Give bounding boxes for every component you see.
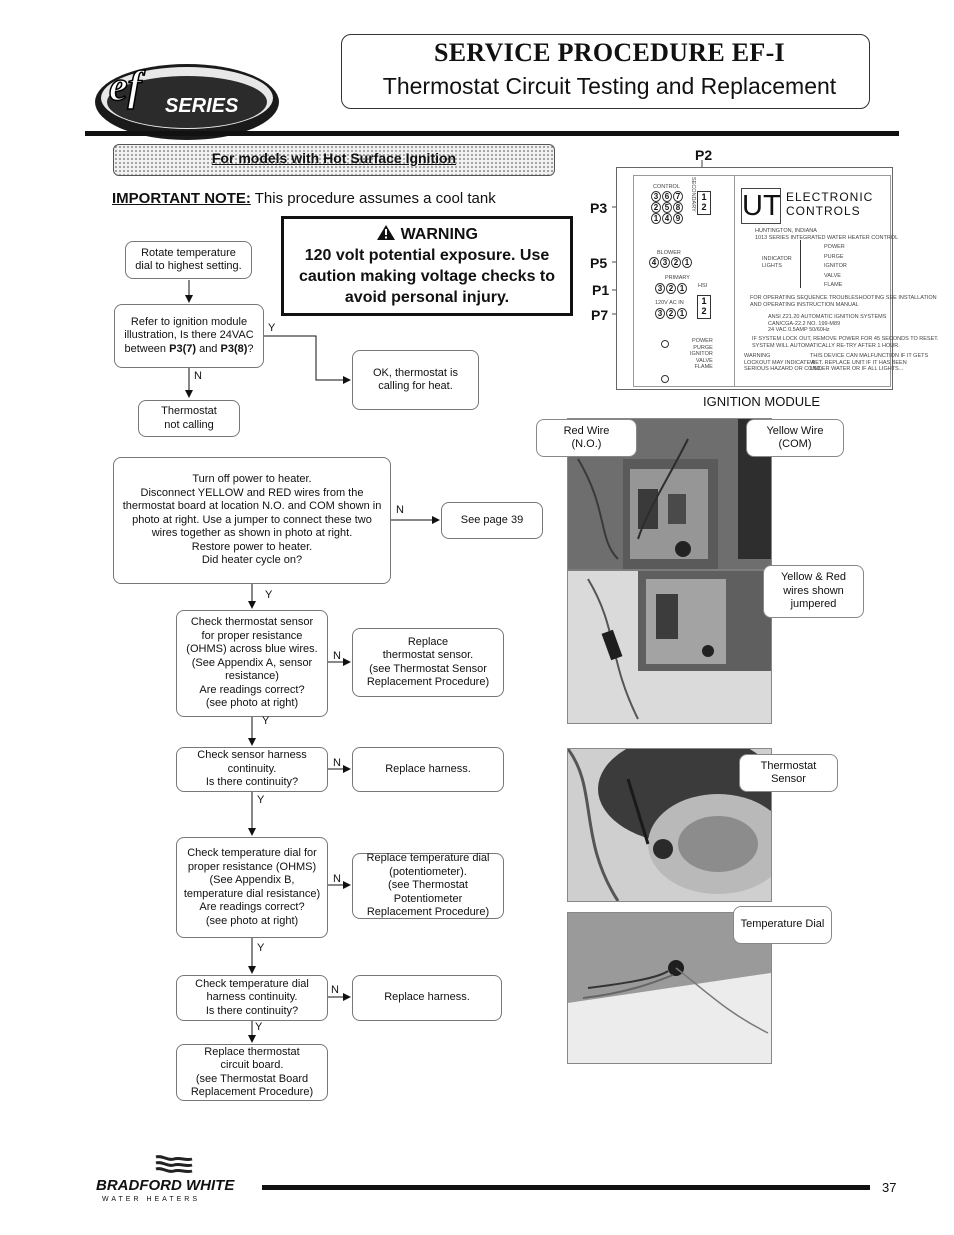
jumpered-wires-callout: Yellow & Red wires shown jumpered — [763, 565, 864, 618]
step-check-24vac-text: Refer to ignition module illustration, I… — [124, 315, 254, 355]
warning-body: 120 volt potential exposure. Use caution… — [298, 247, 556, 306]
yes-label: Y — [262, 715, 270, 727]
important-note-text: This procedure assumes a cool tank — [250, 190, 496, 207]
hsi-label: HSI — [698, 283, 708, 289]
no-label: N — [331, 984, 339, 996]
status-led-icon — [661, 375, 669, 383]
ok-thermostat-box: OK, thermostat is calling for heat. — [352, 350, 479, 410]
no-label: N — [333, 873, 341, 885]
no-label: N — [194, 370, 202, 382]
p3-label: P3 — [590, 200, 608, 216]
p7-label: P7 — [591, 307, 609, 323]
temperature-dial-callout: Temperature Dial — [733, 906, 832, 944]
vac-label: 120V AC IN — [655, 300, 684, 306]
warning-title: WARNING — [400, 226, 478, 243]
indicator-led-strip — [800, 240, 809, 288]
yes-label: Y — [265, 589, 273, 601]
blower-label: BLOWER — [657, 250, 681, 256]
no-label: N — [333, 650, 341, 662]
svg-text:ef: ef — [109, 64, 146, 110]
ignition-module-label: IGNITION MODULE — [703, 394, 821, 409]
module-board — [633, 175, 891, 387]
module-fine-print: FOR OPERATING SEQUENCE TROUBLESHOOTING S… — [750, 295, 937, 308]
yes-label: Y — [257, 942, 265, 954]
module-small-warning: WARNING LOCKOUT MAY INDICATE A SERIOUS H… — [744, 353, 822, 372]
temperature-dial-photo — [567, 912, 772, 1064]
step-check-24vac: Refer to ignition module illustration, I… — [114, 304, 264, 368]
step-check-sensor: Check thermostat sensor for proper resis… — [176, 610, 328, 717]
important-note-label: IMPORTANT NOTE: — [112, 190, 251, 207]
status-labels: POWER PURGE IGNITOR VALVE FLAME — [690, 338, 713, 370]
replace-harness-box: Replace harness. — [352, 975, 502, 1021]
page-subtitle: Thermostat Circuit Testing and Replaceme… — [382, 73, 837, 99]
module-connector-panel — [634, 176, 735, 386]
indicator-lights-list: POWER PURGE IGNITOR VALVE FLAME — [824, 244, 847, 288]
step-check-dial: Check temperature dial for proper resist… — [176, 837, 328, 938]
indicator-label: INDICATOR LIGHTS — [762, 256, 792, 269]
replace-harness-box: Replace harness. — [352, 747, 504, 792]
bradford-white-logo: BRADFORD WHITE WATER HEATERS — [96, 1153, 261, 1205]
secondary-label: SECONDARY — [690, 177, 696, 212]
p2-label: P2 — [695, 147, 713, 163]
thermostat-not-calling-box: Thermostat not calling — [138, 400, 240, 437]
thermostat-sensor-callout: Thermostat Sensor — [739, 754, 838, 792]
warning-heading: WARNING — [281, 224, 573, 244]
yellow-wire-callout: Yellow Wire (COM) — [746, 419, 844, 457]
header-box — [341, 34, 870, 109]
step-rotate-dial: Rotate temperature dial to highest setti… — [125, 241, 252, 279]
replace-sensor-box: Replace thermostat sensor. (see Thermost… — [352, 628, 504, 697]
ef-series-logo: ef SERIES — [95, 50, 285, 150]
module-fine-print: IF SYSTEM LOCK OUT, REMOVE POWER FOR 45 … — [752, 336, 939, 349]
models-banner-text: For models with Hot Surface Ignition — [211, 150, 457, 166]
footer-rule — [262, 1185, 870, 1190]
step-jumper-test: Turn off power to heater. Disconnect YEL… — [113, 457, 391, 584]
pin-p3-8: P3(8) — [220, 342, 248, 355]
replace-board-box: Replace thermostat circuit board. (see T… — [176, 1044, 328, 1101]
warning-box — [281, 216, 573, 316]
replace-dial-box: Replace temperature dial (potentiometer)… — [352, 852, 504, 919]
primary-label: PRIMARY — [665, 275, 690, 281]
page-title: SERVICE PROCEDURE EF-I — [434, 38, 785, 67]
pin-p3-7: P3(7) — [169, 342, 197, 355]
svg-text:BRADFORD WHITE: BRADFORD WHITE — [96, 1177, 235, 1194]
yes-label: Y — [268, 322, 276, 334]
step-and: and — [196, 342, 221, 355]
header-rule — [85, 131, 899, 136]
ut-logo: UT — [741, 188, 781, 224]
warning-icon — [377, 225, 396, 240]
ignition-module-diagram — [616, 167, 893, 390]
yes-label: Y — [255, 1021, 263, 1033]
models-banner — [113, 144, 555, 176]
thermostat-sensor-photo — [567, 748, 772, 902]
thermostat-board-photo — [567, 418, 772, 724]
no-label: N — [396, 504, 404, 516]
svg-text:WATER HEATERS: WATER HEATERS — [102, 1196, 200, 1203]
module-small-warning: THIS DEVICE CAN MALFUNCTION IF IT GETS W… — [810, 353, 929, 372]
step-sensor-harness: Check sensor harness continuity. Is ther… — [176, 747, 328, 792]
step-q: ? — [247, 342, 254, 355]
yes-label: Y — [257, 794, 265, 806]
page-number: 37 — [882, 1180, 897, 1195]
step-dial-harness: Check temperature dial harness continuit… — [176, 975, 328, 1021]
red-wire-callout: Red Wire (N.O.) — [536, 419, 637, 457]
module-fine-print: ANSI Z21.20 AUTOMATIC IGNITION SYSTEMS C… — [768, 314, 887, 333]
p1-label: P1 — [592, 282, 610, 298]
no-label: N — [333, 757, 341, 769]
control-label: CONTROL — [653, 184, 680, 190]
status-led-icon — [661, 340, 669, 348]
module-fine-print: HUNTINGTON, INDIANA 1013 SERIES INTEGRAT… — [755, 228, 899, 241]
ut-brand-text: ELECTRONIC CONTROLS — [786, 190, 874, 218]
p5-label: P5 — [590, 255, 608, 271]
svg-text:SERIES: SERIES — [165, 95, 239, 117]
important-note: IMPORTANT NOTE: This procedure assumes a… — [112, 190, 496, 207]
see-page-39-box: See page 39 — [441, 502, 543, 539]
